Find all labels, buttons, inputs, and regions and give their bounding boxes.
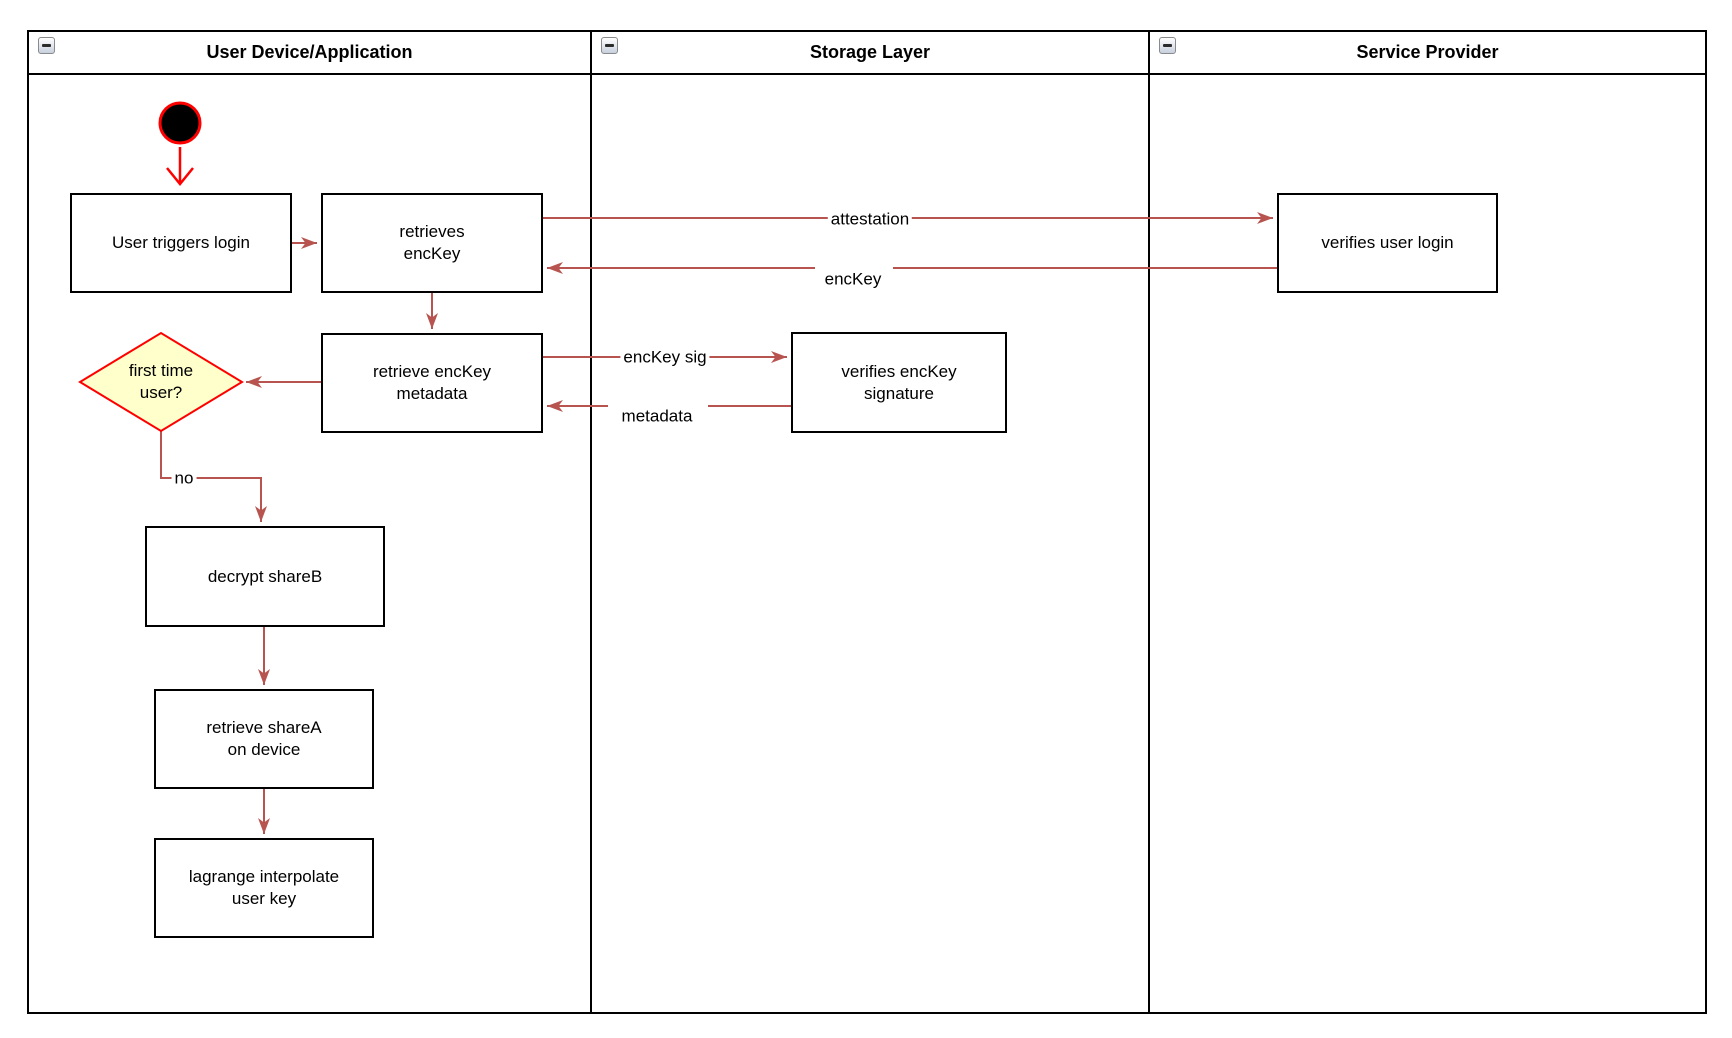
edge-label-enckey-sig: encKey sig <box>620 347 710 367</box>
decision-first-time-user[interactable] <box>78 331 244 433</box>
node-verifies-user-login[interactable]: verifies user login <box>1277 193 1498 293</box>
lane-header-service-provider: Service Provider <box>1150 32 1705 73</box>
lane-divider-2 <box>1148 30 1150 1014</box>
edge-label-enckey: encKey <box>824 269 882 289</box>
minus-icon <box>605 44 614 47</box>
node-retrieve-sharea[interactable]: retrieve shareA on device <box>154 689 374 789</box>
lane-header-storage-layer: Storage Layer <box>592 32 1148 73</box>
node-decrypt-shareb[interactable]: decrypt shareB <box>145 526 385 627</box>
start-node[interactable] <box>158 101 202 145</box>
decision-label: first time user? <box>128 361 194 402</box>
edge-decision-no <box>160 431 267 522</box>
lane-title-storage-layer: Storage Layer <box>809 42 931 62</box>
collapse-lane-button[interactable] <box>1159 37 1176 54</box>
edge-label-metadata: metadata <box>621 406 693 426</box>
pool-frame <box>27 30 1707 1014</box>
collapse-lane-button[interactable] <box>601 37 618 54</box>
collapse-lane-button[interactable] <box>38 37 55 54</box>
node-user-triggers-login[interactable]: User triggers login <box>70 193 292 293</box>
lane-divider-1 <box>590 30 592 1014</box>
lane-header-user-device: User Device/Application <box>29 32 590 73</box>
minus-icon <box>42 44 51 47</box>
edge-label-attestation: attestation <box>827 209 913 229</box>
lane-header-separator <box>27 73 1707 75</box>
node-lagrange-interpolate[interactable]: lagrange interpolate user key <box>154 838 374 938</box>
lane-title-service-provider: Service Provider <box>1356 42 1499 62</box>
minus-icon <box>1163 44 1172 47</box>
node-verifies-enckey-signature[interactable]: verifies encKey signature <box>791 332 1007 433</box>
node-retrieve-enckey-metadata[interactable]: retrieve encKey metadata <box>321 333 543 433</box>
edge-label-no: no <box>171 468 197 488</box>
lane-title-user-device: User Device/Application <box>206 42 413 62</box>
node-retrieves-enckey[interactable]: retrieves encKey <box>321 193 543 293</box>
edge-start-to-login <box>166 147 194 186</box>
